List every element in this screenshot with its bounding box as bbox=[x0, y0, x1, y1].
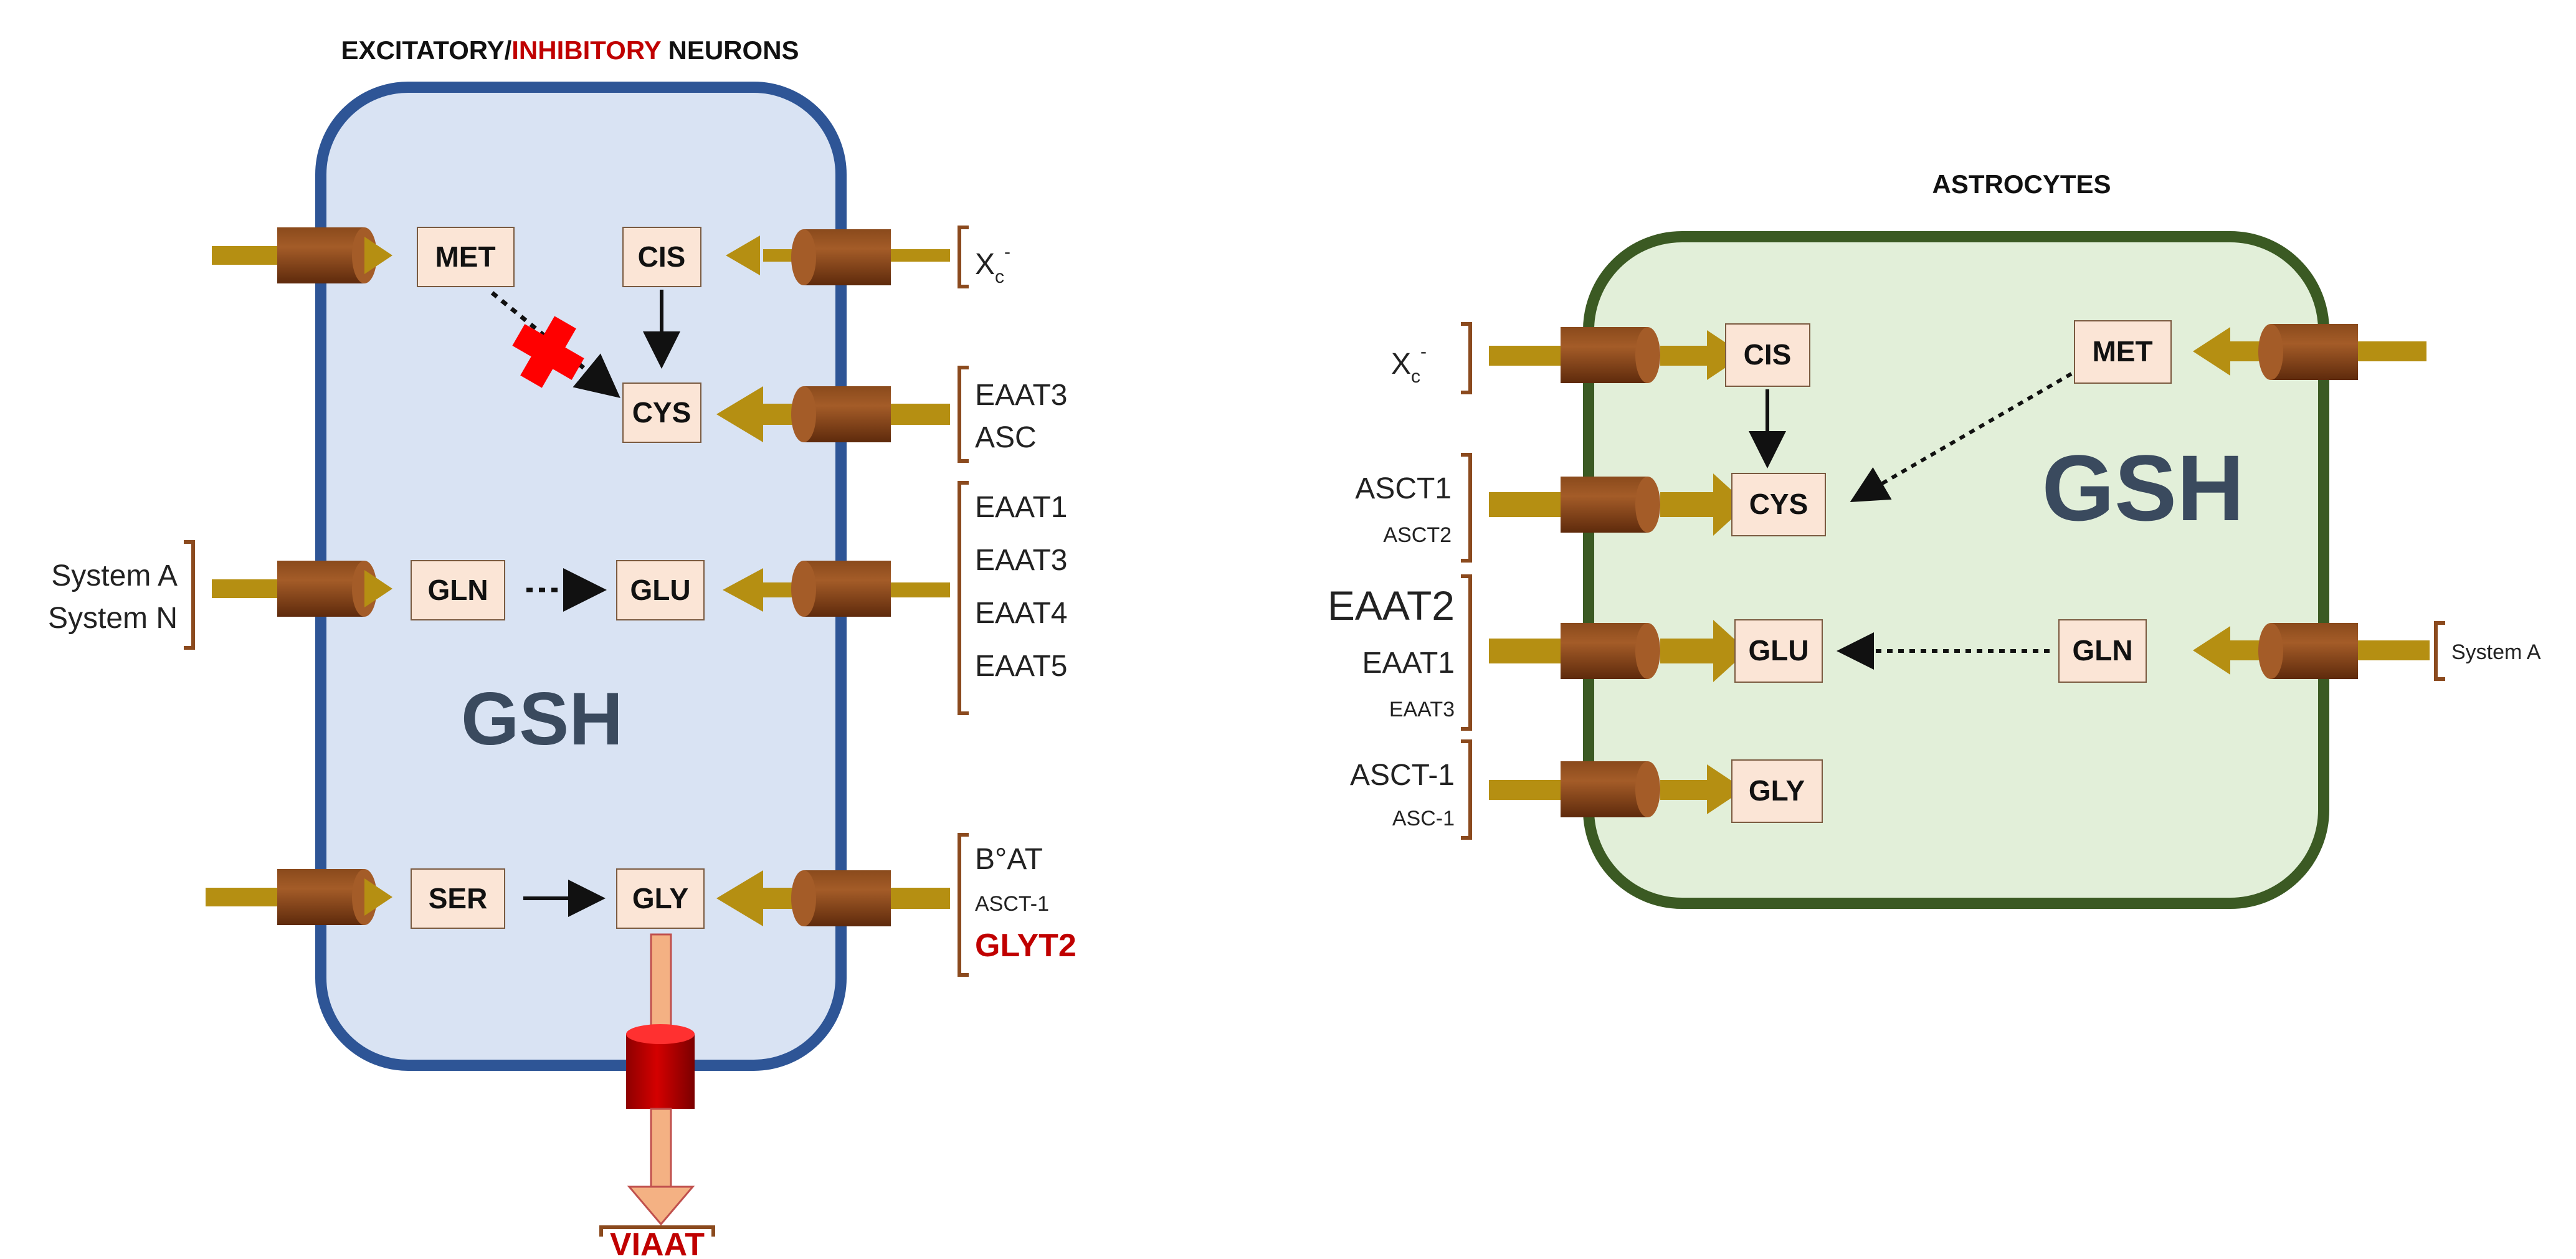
neuron-met-box bbox=[417, 227, 515, 287]
neuron-blocked-cross-icon bbox=[512, 316, 584, 388]
neuron-system-n-label: System N bbox=[48, 602, 178, 635]
neuron-gln-box bbox=[411, 560, 505, 620]
astro-system-a-label: System A bbox=[2451, 640, 2541, 664]
neuron-gln-transporter bbox=[212, 561, 392, 617]
astrocyte-title: ASTROCYTES bbox=[1932, 169, 2111, 199]
astro-met-label: MET bbox=[2092, 335, 2152, 368]
neuron-eaat3b-label: EAAT3 bbox=[975, 544, 1068, 577]
astro-asc-1-label: ASC-1 bbox=[1392, 807, 1455, 830]
neuron-glu-transporter bbox=[723, 561, 950, 617]
astro-glu-transporter bbox=[1489, 620, 1747, 682]
neuron-asc-label: ASC bbox=[975, 421, 1037, 454]
neuron-cys-box bbox=[622, 382, 701, 443]
neuron-eaat3-label: EAAT3 bbox=[975, 379, 1068, 412]
astro-gln-label: GLN bbox=[2072, 634, 2132, 667]
neuron-cis-box bbox=[622, 227, 701, 287]
neuron-cis-label: CIS bbox=[638, 240, 686, 273]
astro-xc-bracket bbox=[1461, 322, 1472, 394]
neuron-glu-box bbox=[616, 560, 705, 620]
astro-gly-label: GLY bbox=[1749, 774, 1805, 807]
neuron-eaat4-label: EAAT4 bbox=[975, 597, 1068, 630]
astro-cis-label: CIS bbox=[1744, 338, 1792, 371]
astro-cys-bracket bbox=[1461, 453, 1472, 563]
neuron-asct1-label: ASCT-1 bbox=[975, 892, 1049, 916]
astrocyte-cell bbox=[1583, 231, 2329, 909]
astrocyte-panel: ASTROCYTES GSH Xc- CIS MET ASCT1 ASCT2 bbox=[1328, 169, 2541, 909]
astro-gln-transporter bbox=[2193, 623, 2430, 679]
astro-gln-bracket bbox=[2434, 621, 2445, 681]
neuron-system-a-label: System A bbox=[51, 559, 178, 592]
astro-cys-box bbox=[1731, 473, 1826, 536]
neuron-xc-label: Xc- bbox=[975, 242, 1010, 287]
neuron-eaat1-label: EAAT1 bbox=[975, 491, 1068, 524]
neuron-ser-box bbox=[411, 868, 505, 929]
astro-cis-box bbox=[1725, 323, 1810, 387]
neuron-glyt2-label: GLYT2 bbox=[975, 928, 1077, 964]
neuron-ser-label: SER bbox=[429, 882, 488, 915]
neuron-cys-transporter bbox=[716, 386, 950, 442]
neuron-glu-label: GLU bbox=[630, 574, 690, 606]
astro-eaat1-label: EAAT1 bbox=[1362, 647, 1455, 680]
neuron-boat-label: B°AT bbox=[975, 843, 1043, 876]
neuron-cis-transporter bbox=[726, 229, 950, 285]
neuron-title: EXCITATORY/INHIBITORY NEURONS bbox=[341, 36, 799, 65]
neuron-viaat-label: VIAAT bbox=[610, 1227, 705, 1259]
neuron-xc-bracket bbox=[958, 226, 969, 288]
neuron-eaat5-label: EAAT5 bbox=[975, 650, 1068, 683]
neuron-met-label: MET bbox=[435, 240, 495, 273]
neuron-ser-transporter bbox=[206, 869, 392, 925]
astro-cis-transporter bbox=[1489, 327, 1744, 383]
astro-asct1-label: ASCT1 bbox=[1355, 472, 1452, 505]
neuron-gsh-label: GSH bbox=[461, 677, 623, 761]
neuron-gly-box bbox=[616, 868, 705, 929]
astro-gly-bracket bbox=[1461, 739, 1472, 840]
astro-gly-transporter bbox=[1489, 761, 1744, 817]
astro-eaat2-label: EAAT2 bbox=[1328, 582, 1455, 629]
astro-cys-transporter bbox=[1489, 473, 1747, 536]
neuron-panel: EXCITATORY/INHIBITORY NEURONS GSH MET CI… bbox=[48, 36, 1077, 1259]
astro-gln-box bbox=[2058, 619, 2147, 683]
neuron-gly-bracket bbox=[958, 833, 969, 977]
neuron-gly-label: GLY bbox=[632, 882, 688, 915]
astrocyte-gsh-label: GSH bbox=[2041, 435, 2244, 540]
astro-asct2-label: ASCT2 bbox=[1383, 523, 1452, 547]
astro-eaat3-label: EAAT3 bbox=[1389, 698, 1455, 721]
neuron-viaat-bracket bbox=[599, 1225, 715, 1237]
astro-glu-box bbox=[1734, 619, 1823, 683]
neuron-viaat-transporter bbox=[626, 933, 695, 1226]
neuron-cys-bracket bbox=[958, 366, 969, 463]
neuron-gln-label: GLN bbox=[427, 574, 488, 606]
astro-glu-bracket bbox=[1461, 574, 1472, 731]
neuron-cys-label: CYS bbox=[632, 396, 692, 429]
astro-asct-1-label: ASCT-1 bbox=[1350, 759, 1455, 792]
astro-gly-box bbox=[1731, 759, 1823, 823]
astro-glu-label: GLU bbox=[1748, 634, 1808, 667]
neuron-met-transporter bbox=[212, 227, 392, 283]
astro-xc-label: Xc- bbox=[1391, 341, 1427, 387]
neuron-gln-bracket bbox=[184, 540, 195, 650]
astro-cys-label: CYS bbox=[1749, 488, 1808, 520]
astro-met-transporter bbox=[2193, 324, 2426, 380]
neuron-gly-transporter bbox=[716, 870, 950, 926]
neuron-glu-bracket bbox=[958, 481, 969, 715]
astro-met-to-cys-arrow bbox=[1850, 372, 2073, 503]
astro-met-box bbox=[2074, 320, 2172, 384]
